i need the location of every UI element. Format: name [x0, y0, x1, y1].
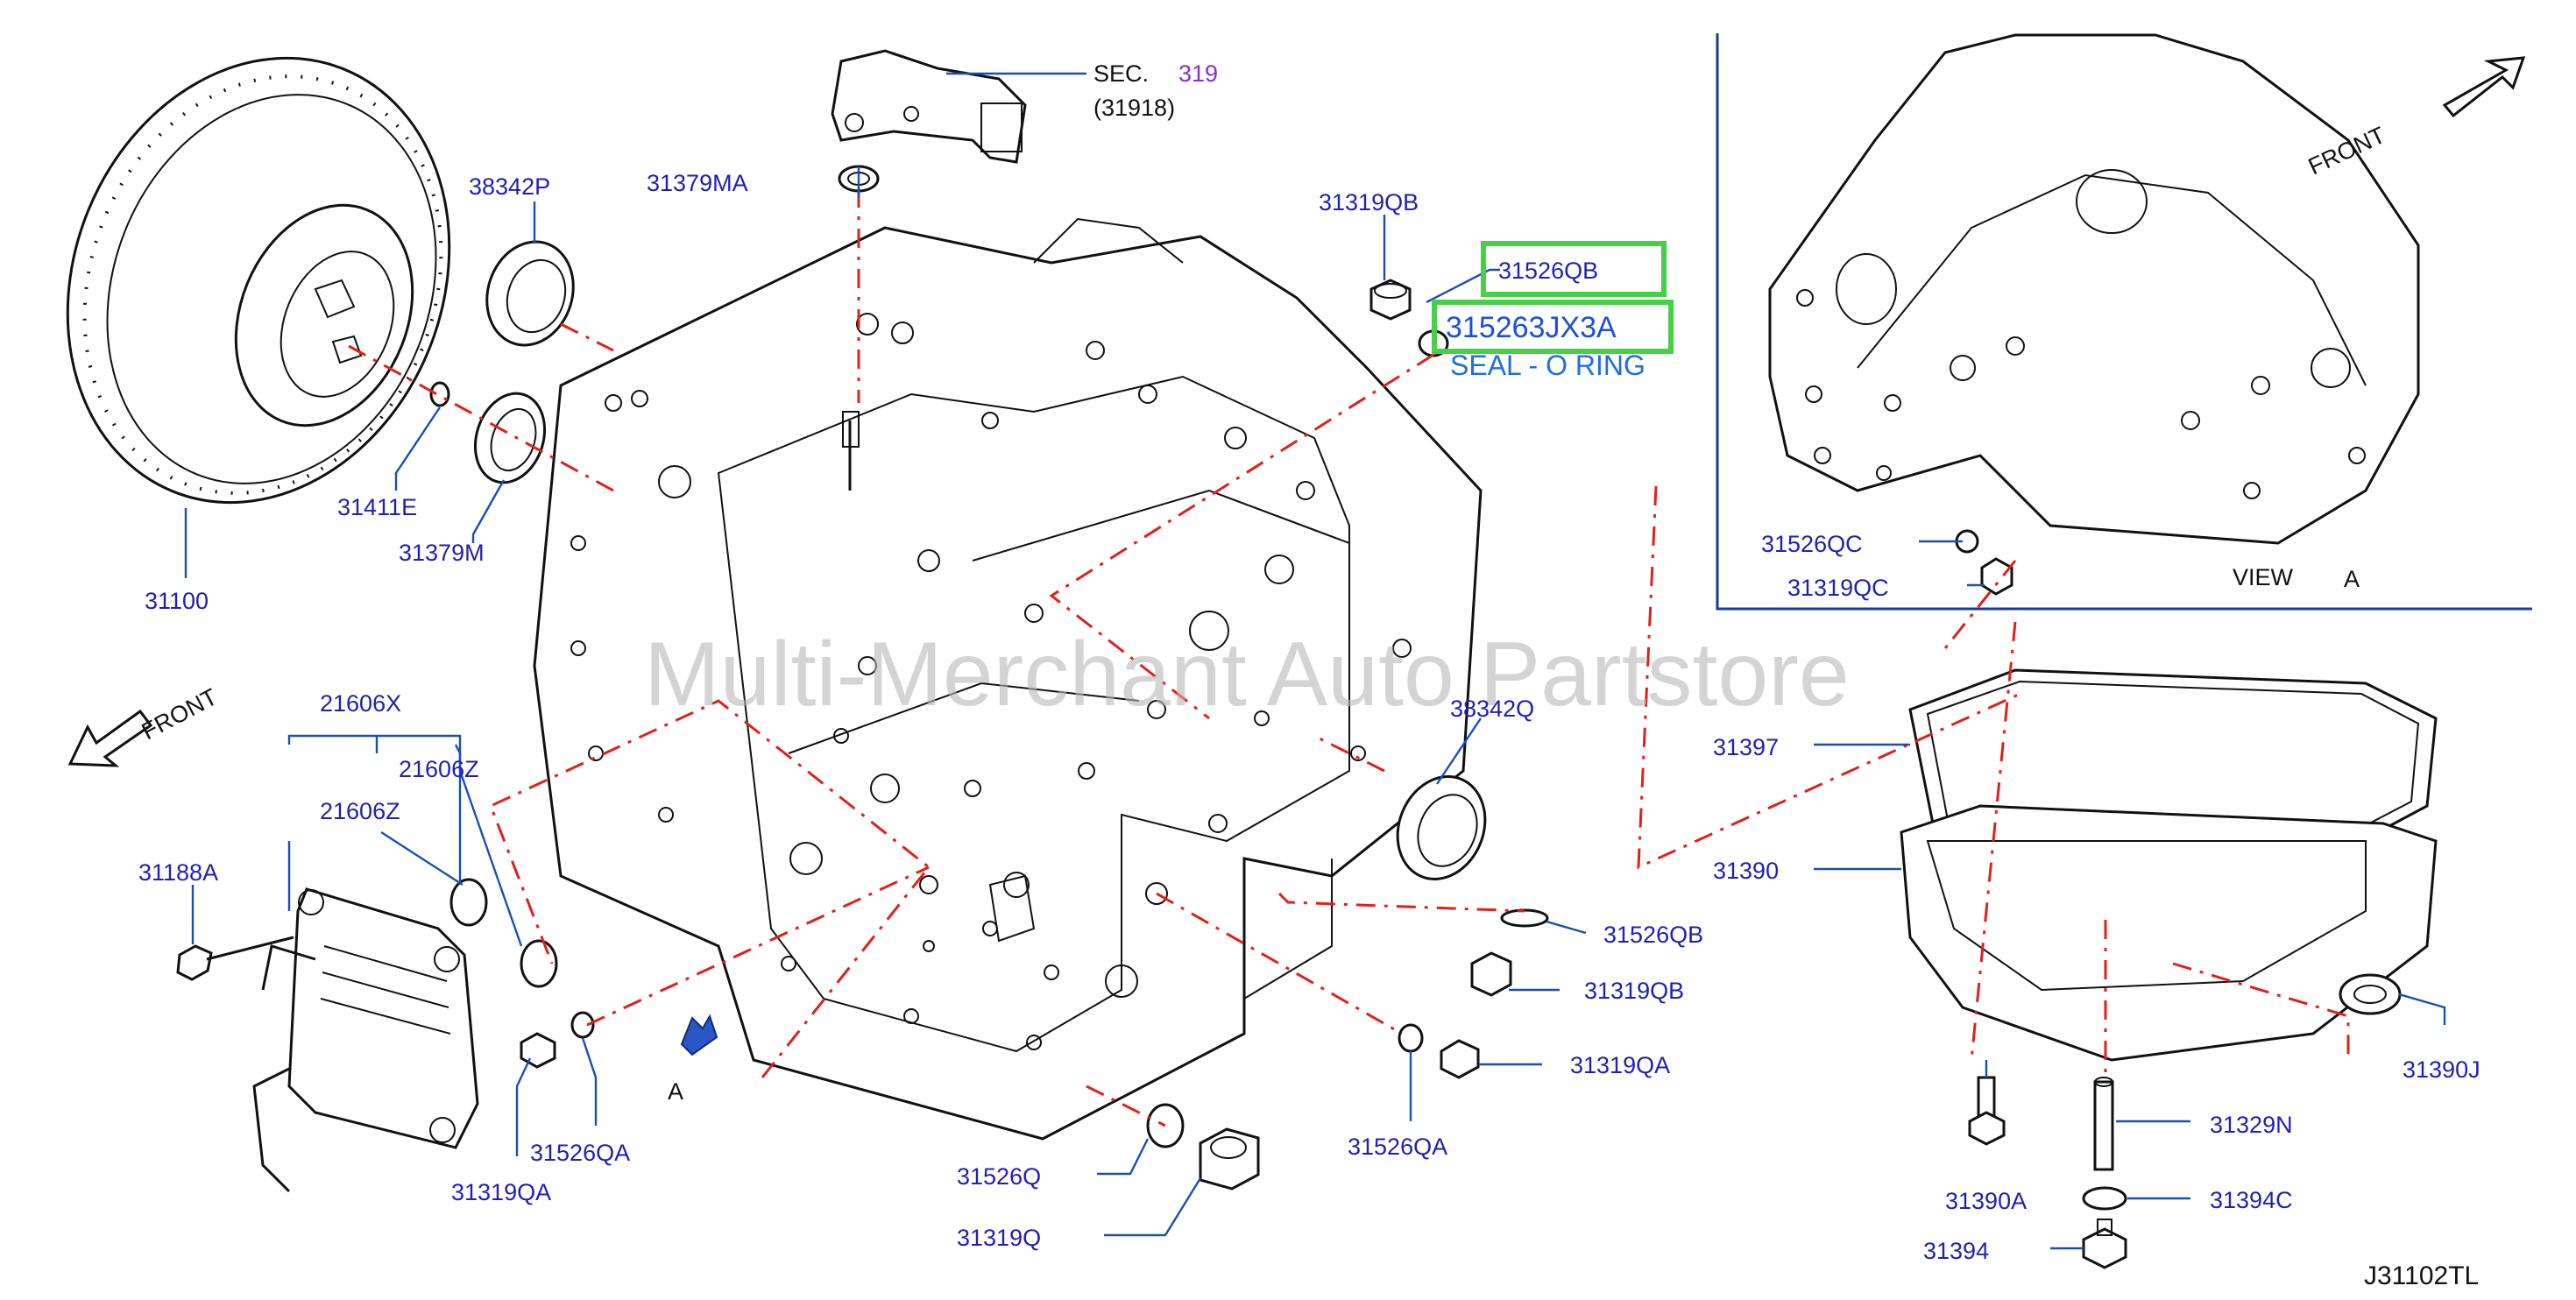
alignment-lines [348, 188, 2350, 1127]
label-31319QA-mid[interactable]: 31319QA [1570, 1052, 1670, 1078]
label-31397[interactable]: 31397 [1713, 734, 1779, 760]
front-arrow-top-icon [2442, 56, 2526, 118]
label-31379MA[interactable]: 31379MA [647, 170, 748, 196]
label-31390[interactable]: 31390 [1713, 858, 1779, 884]
drain-plug-31394[interactable] [2082, 1219, 2127, 1269]
plug-31319QB-top[interactable] [1369, 279, 1412, 321]
o-ring-31411E[interactable] [429, 381, 450, 407]
label-31319QB-top[interactable]: 31319QB [1319, 189, 1419, 215]
label-31319QC[interactable]: 31319QC [1787, 575, 1889, 601]
plug-31319Q[interactable] [1199, 1127, 1260, 1190]
plug-31319QB-mid[interactable] [1470, 951, 1512, 997]
o-ring-21606Z-a[interactable] [449, 878, 488, 927]
label-21606Z-b[interactable]: 21606Z [320, 798, 400, 824]
range-sensor[interactable] [831, 49, 1027, 164]
label-31390J[interactable]: 31390J [2403, 1056, 2480, 1083]
label-31379M[interactable]: 31379M [399, 540, 485, 566]
label-31526QC[interactable]: 31526QC [1761, 531, 1863, 557]
o-ring-31526QA-left[interactable] [570, 1011, 595, 1039]
oil-cooler[interactable] [252, 887, 479, 1193]
label-31319Q[interactable]: 31319Q [957, 1225, 1041, 1251]
label-315263JX3A[interactable]: 315263JX3A [1446, 311, 1617, 344]
label-31188A[interactable]: 31188A [138, 859, 218, 886]
bolt-31390A[interactable] [1968, 1076, 2006, 1146]
label-31918: (31918) [1093, 95, 1175, 121]
diagram-code: J31102TL [2364, 1261, 2479, 1290]
bolt-31188A[interactable] [176, 936, 294, 981]
torque-converter[interactable] [3, 0, 514, 560]
label-view: VIEW [2233, 564, 2294, 590]
label-31100[interactable]: 31100 [145, 588, 209, 614]
label-31329N[interactable]: 31329N [2210, 1112, 2293, 1138]
label-31526QA-mid[interactable]: 31526QA [1348, 1134, 1447, 1160]
label-31394C[interactable]: 31394C [2210, 1187, 2293, 1213]
label-sec: SEC. [1093, 60, 1149, 87]
label-21606X[interactable]: 21606X [320, 690, 401, 717]
highlight-box-315263JX3A [1432, 300, 1674, 354]
view-a-arrow-icon [680, 1014, 718, 1056]
label-31526QB-mid[interactable]: 31526QB [1603, 922, 1703, 948]
label-38342P[interactable]: 38342P [469, 173, 550, 200]
watermark: Multi-Merchant Auto Partstore [644, 624, 1850, 725]
oil-seal-38342P[interactable] [474, 230, 586, 357]
label-31411E[interactable]: 31411E [337, 494, 417, 520]
transmission-case[interactable] [533, 217, 1483, 1141]
label-31394[interactable]: 31394 [1923, 1238, 1989, 1264]
view-a-inset [1716, 33, 2532, 611]
washer-31394C[interactable] [2082, 1186, 2127, 1211]
magnet-31390J[interactable] [2339, 973, 2402, 1015]
plug-31319QA-mid[interactable] [1440, 1039, 1480, 1079]
o-ring-21606Z-b[interactable] [520, 939, 558, 988]
label-seal-o-ring: SEAL - O RING [1450, 350, 1645, 381]
tube-31329N[interactable] [2093, 1077, 2114, 1171]
label-21606Z-a[interactable]: 21606Z [399, 756, 479, 782]
oil-seal-38342Q[interactable] [1383, 763, 1500, 892]
label-31390A[interactable]: 31390A [1945, 1188, 2027, 1214]
label-sec-319[interactable]: 319 [1178, 60, 1218, 87]
label-31319QA-left[interactable]: 31319QA [451, 1179, 551, 1205]
label-front-left: FRONT [138, 683, 222, 745]
leader-lines [184, 72, 2446, 1250]
o-ring-31526QA-mid[interactable] [1398, 1023, 1424, 1053]
oil-pan-31390[interactable] [1900, 804, 2438, 1062]
plug-31319QA-left[interactable] [520, 1032, 556, 1069]
label-31526Q[interactable]: 31526Q [957, 1163, 1041, 1190]
oil-seal-31379M[interactable] [464, 385, 556, 491]
o-ring-31526Q[interactable] [1146, 1103, 1185, 1148]
highlight-box-31526QB [1481, 241, 1667, 297]
front-arrow-left-icon [67, 709, 153, 767]
label-arrow-a: A [668, 1078, 683, 1105]
label-31319QB-mid[interactable]: 31319QB [1584, 978, 1684, 1004]
label-31526QB-top[interactable]: 31526QB [1498, 258, 1598, 284]
label-31526QA-left[interactable]: 31526QA [530, 1140, 630, 1166]
o-ring-31526QB-mid[interactable] [1500, 908, 1549, 928]
label-view-a: A [2344, 566, 2360, 592]
label-38342Q[interactable]: 38342Q [1450, 696, 1534, 722]
